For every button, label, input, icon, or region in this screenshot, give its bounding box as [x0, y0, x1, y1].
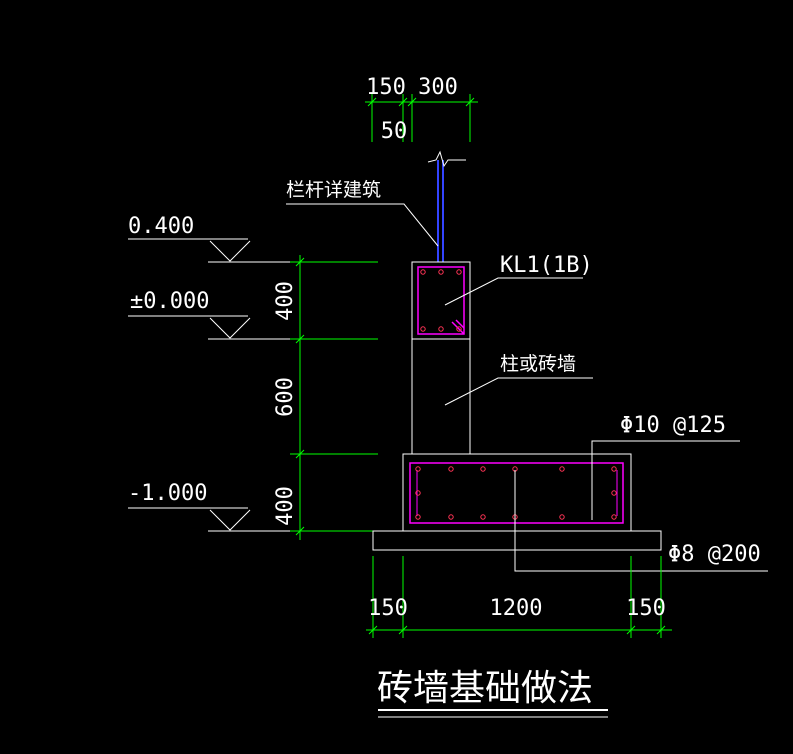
bottom-dim-middle: 1200 — [490, 596, 543, 621]
elevation-top-label: 0.400 — [128, 214, 194, 239]
bottom-dimension-group — [366, 556, 672, 638]
beam-label: KL1(1B) — [500, 253, 593, 278]
bottom-dim-left: 150 — [368, 596, 408, 621]
wall-body — [411, 339, 471, 454]
vertical-dim-upper: 400 — [273, 281, 298, 321]
wall-label: 柱或砖墙 — [500, 353, 576, 375]
rebar-main-leader — [591, 440, 740, 520]
rebar-main-label: Φ10 @125 — [620, 413, 726, 438]
vertical-dimension-group — [290, 255, 378, 540]
top-dim-left: 150 — [366, 75, 406, 100]
elevation-zero-label: ±0.000 — [130, 289, 209, 314]
beam-section — [411, 261, 471, 340]
elevation-zero-mark — [128, 315, 300, 340]
elevation-bottom-mark — [128, 507, 300, 532]
top-dimension-group — [365, 94, 478, 142]
bottom-dim-right: 150 — [626, 596, 666, 621]
beam-leader — [444, 277, 583, 306]
footing-beam — [402, 453, 632, 532]
wall-leader — [444, 377, 593, 406]
railing-leader — [286, 203, 439, 247]
elevation-bottom-label: -1.000 — [128, 481, 207, 506]
rebar-stirrup-label: Φ8 @200 — [668, 542, 761, 567]
vertical-dim-middle: 600 — [273, 377, 298, 417]
base-slab — [372, 530, 662, 551]
vertical-dim-lower: 400 — [273, 486, 298, 526]
drawing-title: 砖墙基础做法 — [377, 668, 593, 709]
elevation-top-mark — [128, 238, 300, 263]
railing-label: 栏杆详建筑 — [286, 179, 381, 201]
top-dim-offset: 50 — [381, 119, 408, 144]
rebar-stirrup-leader — [514, 470, 768, 572]
top-dim-right: 300 — [418, 75, 458, 100]
railing-post — [427, 150, 466, 262]
